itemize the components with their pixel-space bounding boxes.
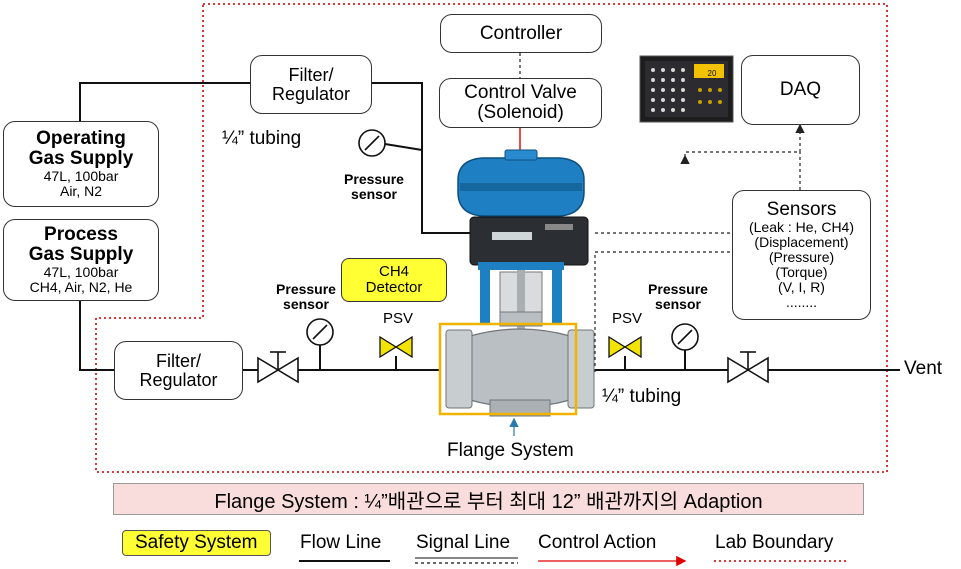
tubing-label-bottom: ¼” tubing	[602, 386, 682, 407]
legend-safety-system: Safety System	[122, 530, 271, 556]
legend-flow-line: Flow Line	[300, 532, 382, 553]
psv-label-right: PSV	[612, 310, 643, 327]
pressure-gauge-left-icon	[306, 318, 334, 346]
signal-lines	[519, 53, 805, 372]
psv-right-icon	[608, 335, 642, 359]
pressure-gauge-right-icon	[671, 323, 699, 351]
psv-left-icon	[379, 335, 413, 359]
pressure-sensor-label-left: Pressure sensor	[276, 281, 336, 312]
manual-valve-left-icon	[257, 351, 299, 384]
daq-box: DAQ	[741, 55, 860, 125]
pressure-gauge-top-icon	[358, 129, 386, 157]
sensors-box: Sensors (Leak : He, CH4) (Displacement) …	[732, 190, 871, 320]
manual-valve-right-icon	[727, 351, 769, 384]
filter-regulator-bottom-box: Filter/ Regulator	[114, 341, 243, 400]
psv-label-left: PSV	[383, 310, 414, 327]
pressure-top-tap	[384, 143, 423, 151]
daq-device-picture: 20	[639, 55, 734, 123]
device-badge: 20	[708, 69, 717, 78]
operating-gas-supply-box: Operating Gas Supply 47L, 100bar Air, N2	[3, 121, 159, 207]
filter-regulator-top-box: Filter/ Regulator	[250, 55, 372, 114]
tubing-label-top: ¼” tubing	[222, 128, 302, 149]
controller-box: Controller	[440, 14, 602, 53]
control-valve-box: Control Valve (Solenoid)	[439, 78, 602, 128]
legend-control-action: Control Action	[538, 532, 657, 553]
flange-system-frame	[438, 322, 578, 416]
pressure-sensor-label-right: Pressure sensor	[648, 281, 708, 312]
pressure-sensor-label-top: Pressure sensor	[344, 171, 404, 202]
legend-signal-line: Signal Line	[416, 532, 511, 553]
process-gas-supply-box: Process Gas Supply 47L, 100bar CH4, Air,…	[3, 219, 159, 301]
legend-swatches	[299, 555, 848, 567]
vent-label: Vent	[904, 358, 943, 379]
legend-lab-boundary: Lab Boundary	[715, 532, 834, 553]
flow-operating-to-filter	[79, 82, 250, 122]
flow-process-down	[79, 300, 114, 371]
ch4-detector-box: CH4 Detector	[341, 258, 447, 302]
flow-filter-to-actuator	[372, 82, 470, 234]
flange-system-label: Flange System	[447, 440, 574, 461]
control-valve-picture	[445, 149, 595, 417]
caption-banner: Flange System : ¼”배관으로 부터 최대 12” 배관까지의 A…	[113, 483, 864, 515]
